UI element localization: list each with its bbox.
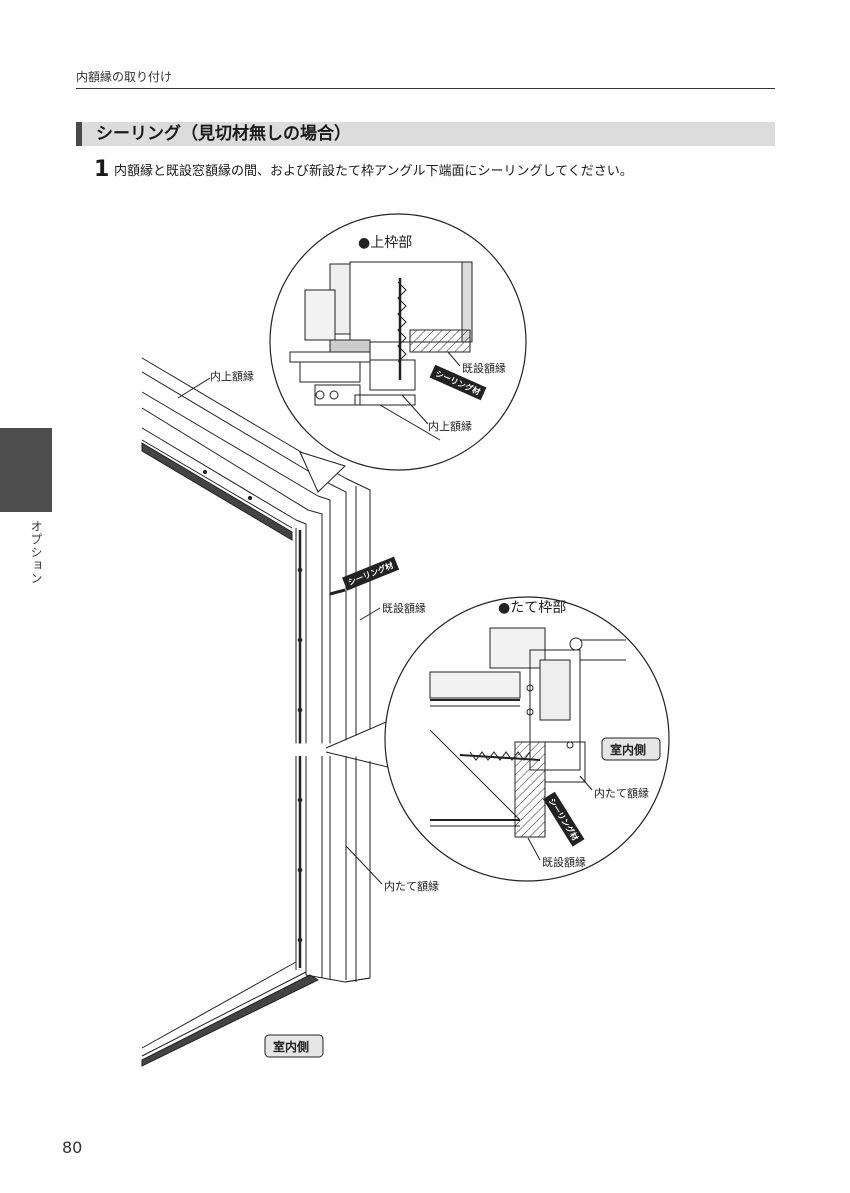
indoor-side-label-main: 室内側 — [273, 1039, 309, 1054]
top-detail-title: ●上枠部 — [358, 235, 412, 251]
indoor-side-badge-main: 室内側 — [264, 1034, 324, 1058]
top-detail: ●上枠部 既設額縁 内上額縁 シーリング材 — [269, 213, 527, 493]
side-detail-title: ●たて枠部 — [498, 600, 566, 616]
side-detail: ●たて枠部 室内側 内たて額縁 既設額縁 シーリング材 — [325, 596, 670, 882]
step-text: 内額縁と既設窓額縁の間、および新設たて枠アングル下端面にシーリングしてください。 — [114, 164, 633, 179]
section-bar — [76, 122, 775, 146]
header-title: 内額縁の取り付け — [76, 70, 173, 84]
label-inner-vertical-casing-detail: 内たて額縁 — [594, 786, 649, 800]
page-number: 80 — [62, 1138, 83, 1157]
indoor-side-label-detail: 室内側 — [610, 742, 646, 757]
label-existing-casing-main: 既設額縁 — [382, 601, 426, 615]
label-existing-casing-detail: 既設額縁 — [542, 855, 586, 869]
label-inner-top-casing-detail: 内上額縁 — [428, 419, 472, 433]
section-accent — [76, 122, 82, 146]
side-tab-label: オプション — [29, 520, 43, 585]
window-frame-drawing — [141, 357, 380, 1067]
section-title: シーリング（見切材無しの場合） — [96, 124, 351, 144]
label-inner-vertical-casing: 内たて額縁 — [384, 879, 439, 893]
label-inner-top-casing: 内上額縁 — [210, 369, 254, 383]
indoor-side-badge-detail: 室内側 — [601, 737, 661, 761]
side-tab — [0, 428, 52, 512]
sealant-tag-main: シーリング材 — [342, 556, 400, 591]
label-existing-casing-top: 既設額縁 — [462, 361, 506, 375]
header-rule — [76, 88, 775, 89]
step-number: 1 — [94, 157, 110, 182]
